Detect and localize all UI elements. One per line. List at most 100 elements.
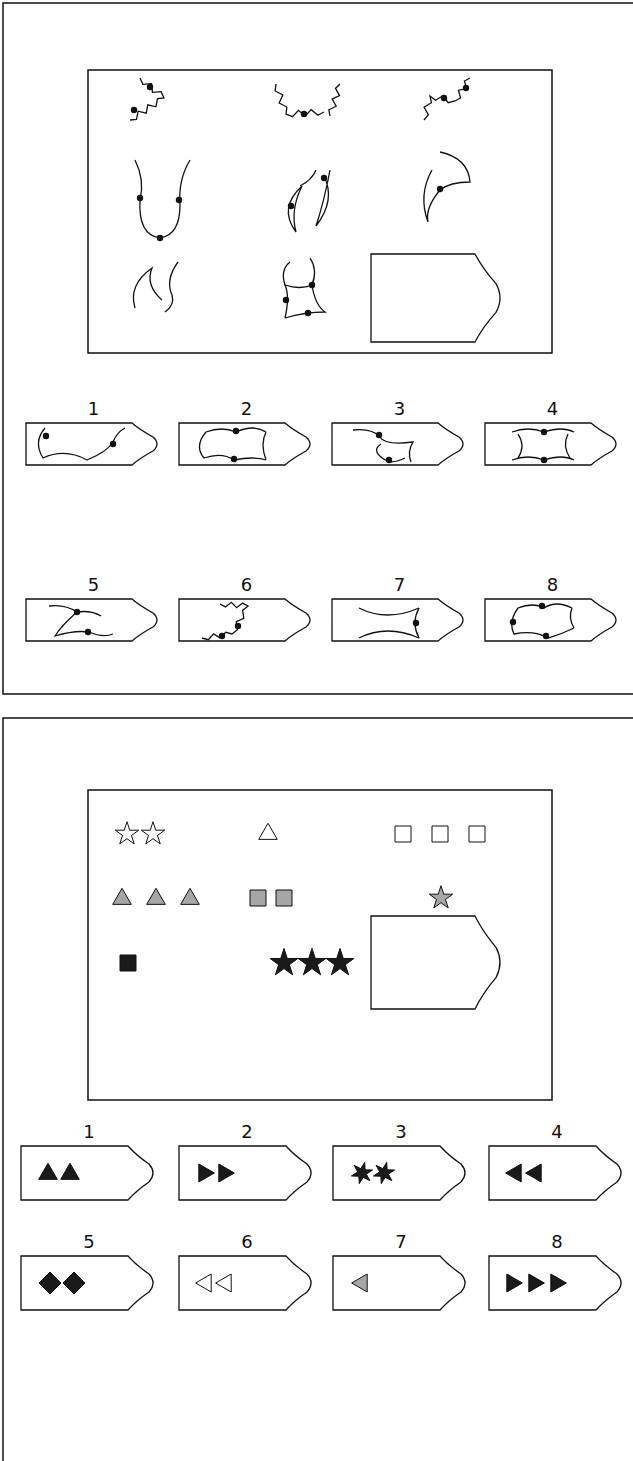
tile-outline [179, 599, 310, 641]
shape-symbol [199, 1164, 215, 1182]
option-tile [331, 422, 468, 466]
option-tile [25, 422, 162, 466]
shape-symbol [326, 948, 354, 974]
matrix-figures [130, 78, 470, 318]
tile-outline [332, 423, 463, 465]
option-number: 8 [484, 574, 621, 596]
curve-figure [202, 602, 248, 639]
shape-symbol [141, 822, 164, 844]
tile-figure [359, 608, 419, 638]
tile-figure [39, 1163, 80, 1179]
option-tile [178, 422, 315, 466]
answer-option: 1 [20, 1121, 158, 1201]
dot-marker [43, 433, 49, 439]
option-number: 3 [331, 398, 468, 420]
dot-marker [543, 633, 549, 639]
curve-figure [353, 430, 413, 462]
shape-symbol [429, 886, 452, 908]
option-number: 6 [178, 574, 315, 596]
dot-marker [85, 629, 91, 635]
dot-marker [110, 441, 116, 447]
option-number: 7 [332, 1231, 470, 1253]
option-number: 8 [488, 1231, 626, 1253]
curve-figure [133, 268, 162, 308]
tile-figure [353, 430, 413, 464]
tile-outline [179, 423, 310, 465]
dot-marker [539, 603, 545, 609]
curve-figure [329, 84, 340, 116]
shape-symbol [115, 822, 138, 844]
option-number: 1 [20, 1121, 158, 1143]
option-number: 7 [331, 574, 468, 596]
curve-figure [38, 428, 125, 460]
shape-symbol [352, 1274, 368, 1292]
tile-outline [179, 1256, 311, 1310]
tile-figure [507, 1274, 567, 1292]
dot-marker [131, 107, 137, 113]
tile-figure [510, 603, 574, 639]
panel-frame [3, 718, 633, 1461]
option-tile [332, 1145, 470, 1201]
tile-outline [485, 423, 616, 465]
dot-marker [301, 111, 307, 117]
curve-figure [424, 78, 470, 120]
shape-symbol [270, 948, 298, 974]
curve-figure [49, 606, 113, 636]
tile-figure [39, 1272, 85, 1294]
tile-outline [26, 423, 157, 465]
curve-figure [316, 170, 330, 226]
tile-outline [489, 1256, 621, 1310]
option-tile [178, 1255, 316, 1311]
curve-figure [424, 152, 470, 222]
dot-marker [510, 619, 516, 625]
shape-symbol [181, 888, 200, 904]
shape-symbol [39, 1163, 58, 1179]
dot-marker [437, 186, 443, 192]
shape-symbol [298, 948, 326, 974]
shape-symbol [351, 1162, 372, 1183]
curve-figure [285, 285, 325, 318]
tile-outline [21, 1146, 153, 1200]
dot-marker [441, 95, 447, 101]
shape-symbol [196, 1274, 212, 1292]
answer-option: 7 [331, 574, 468, 642]
answer-option: 4 [484, 398, 621, 466]
option-number: 2 [178, 398, 315, 420]
option-number: 5 [25, 574, 162, 596]
curve-figure [165, 262, 178, 312]
dot-marker [305, 310, 311, 316]
option-tile [332, 1255, 470, 1311]
option-tile [178, 598, 315, 642]
shape-symbol [507, 1274, 523, 1292]
shape-symbol [469, 826, 485, 842]
panel-frame [3, 3, 633, 694]
option-tile [178, 1145, 316, 1201]
curve-figure [135, 160, 190, 238]
curve-figure [199, 432, 266, 460]
tile-outline [332, 599, 463, 641]
answer-option: 8 [484, 574, 621, 642]
dot-marker [219, 633, 225, 639]
answer-option: 2 [178, 398, 315, 466]
dot-marker [157, 235, 163, 241]
tile-outline [485, 599, 616, 641]
dot-marker [288, 203, 294, 209]
tile-outline [333, 1146, 465, 1200]
shape-symbol [61, 1163, 80, 1179]
shape-symbol [63, 1272, 85, 1294]
answer-option: 3 [331, 398, 468, 466]
dot-marker [463, 85, 469, 91]
curve-figure [283, 262, 290, 285]
option-number: 1 [25, 398, 162, 420]
option-tile [488, 1255, 626, 1311]
tile-figure [506, 1164, 542, 1182]
answer-option: 5 [20, 1231, 158, 1311]
tile-figure [49, 606, 113, 636]
shape-symbol [250, 890, 266, 906]
curve-figure [275, 84, 324, 117]
dot-marker [235, 623, 241, 629]
curve-figure [518, 434, 522, 458]
shape-symbol [216, 1274, 232, 1292]
